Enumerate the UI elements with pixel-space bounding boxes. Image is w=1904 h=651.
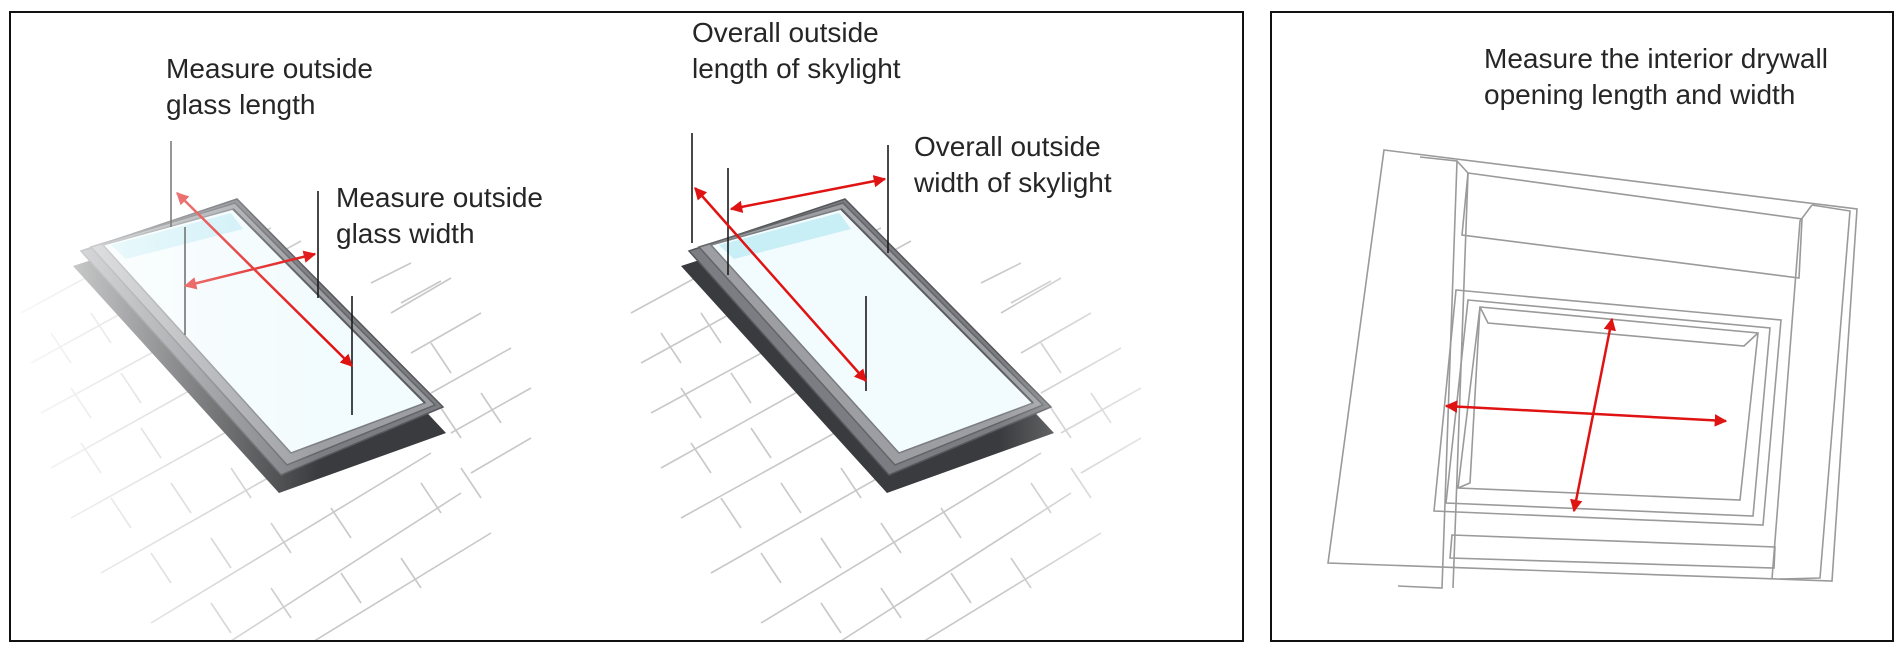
label-measure-glass-length: Measure outside glass length (166, 53, 374, 120)
drywall-opening (1433, 289, 1782, 526)
interior-drywall-opening-illustration (1327, 149, 1858, 589)
label-measure-interior-drywall: Measure the interior drywall opening len… (1484, 43, 1828, 110)
exterior-measurement-panel: Measure outside glass length Measure out… (9, 11, 1244, 642)
label-measure-glass-width: Measure outside glass width (336, 182, 544, 249)
label-overall-outside-width: Overall outside width of skylight (914, 131, 1112, 198)
interior-measurement-panel: Measure the interior drywall opening len… (1270, 11, 1894, 642)
opening-width-arrow (1444, 400, 1728, 427)
ceiling-framing (1327, 149, 1858, 589)
measure-arrows-interior (1444, 317, 1728, 513)
skylight-width-arrow (729, 175, 887, 213)
skylight-2 (681, 198, 1054, 493)
label-overall-outside-length: Overall outside length of skylight (692, 17, 901, 84)
